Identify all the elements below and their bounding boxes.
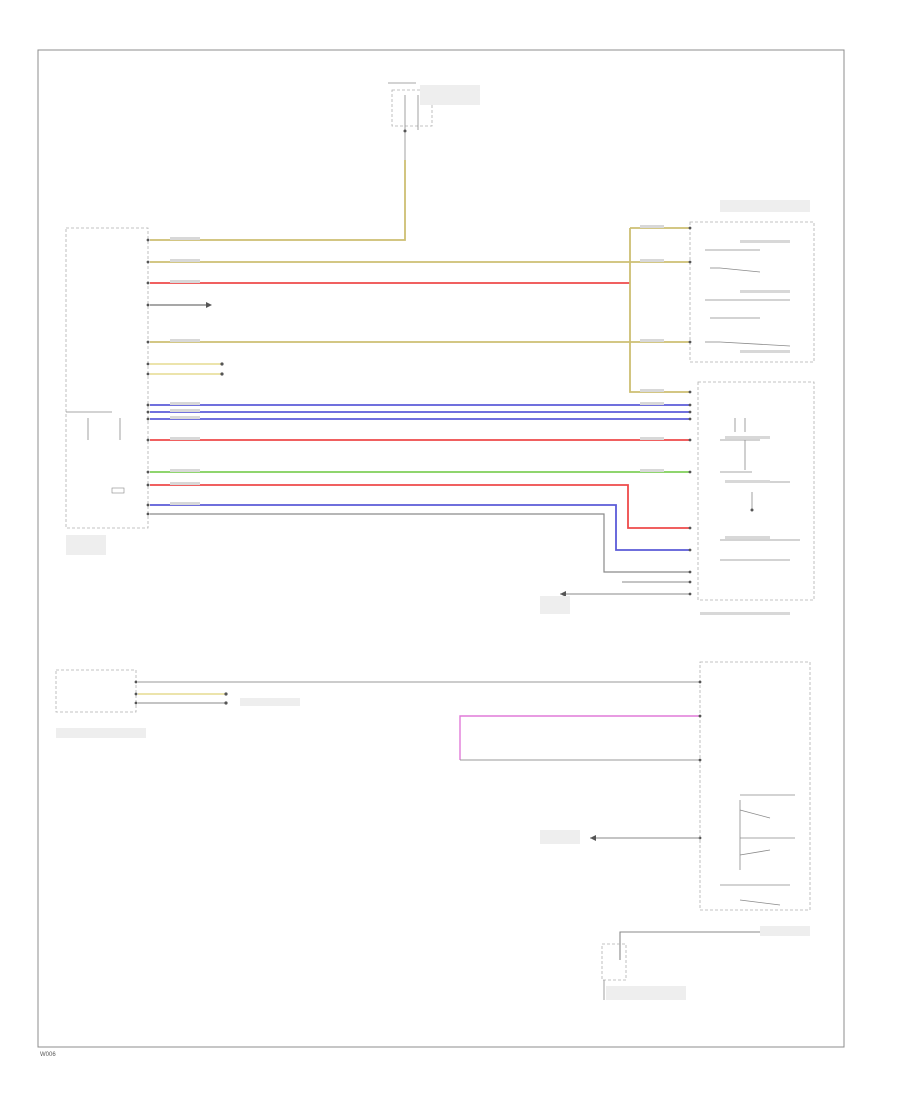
- junction-pins: [146, 238, 150, 516]
- central-junction-box: [65, 227, 149, 529]
- wire-blue-4: [150, 504, 690, 551]
- ground-arrow-3: [590, 835, 596, 841]
- wire-tan-battery: [150, 160, 406, 241]
- wire-labels: [56, 85, 810, 1000]
- wire-gray-bottom: [619, 931, 760, 960]
- diagram-code: W006: [40, 1052, 56, 1058]
- right-middle-module: [688, 381, 815, 601]
- wire-segment: [150, 160, 406, 241]
- wire-red-3: [150, 484, 690, 529]
- right-upper-module: [688, 221, 815, 363]
- wire-pink: [459, 715, 700, 760]
- bottom-connector: [601, 943, 627, 981]
- fuse-block-top: [388, 82, 433, 160]
- diagram-frame: [37, 49, 845, 1048]
- ground-arrow: [206, 302, 212, 308]
- wire-tan-riser: [629, 228, 690, 393]
- lower-left-module: [55, 669, 138, 713]
- wire-gray-1: [150, 513, 690, 573]
- ground-arrow-2: [560, 591, 566, 597]
- lower-right-module: [698, 661, 811, 911]
